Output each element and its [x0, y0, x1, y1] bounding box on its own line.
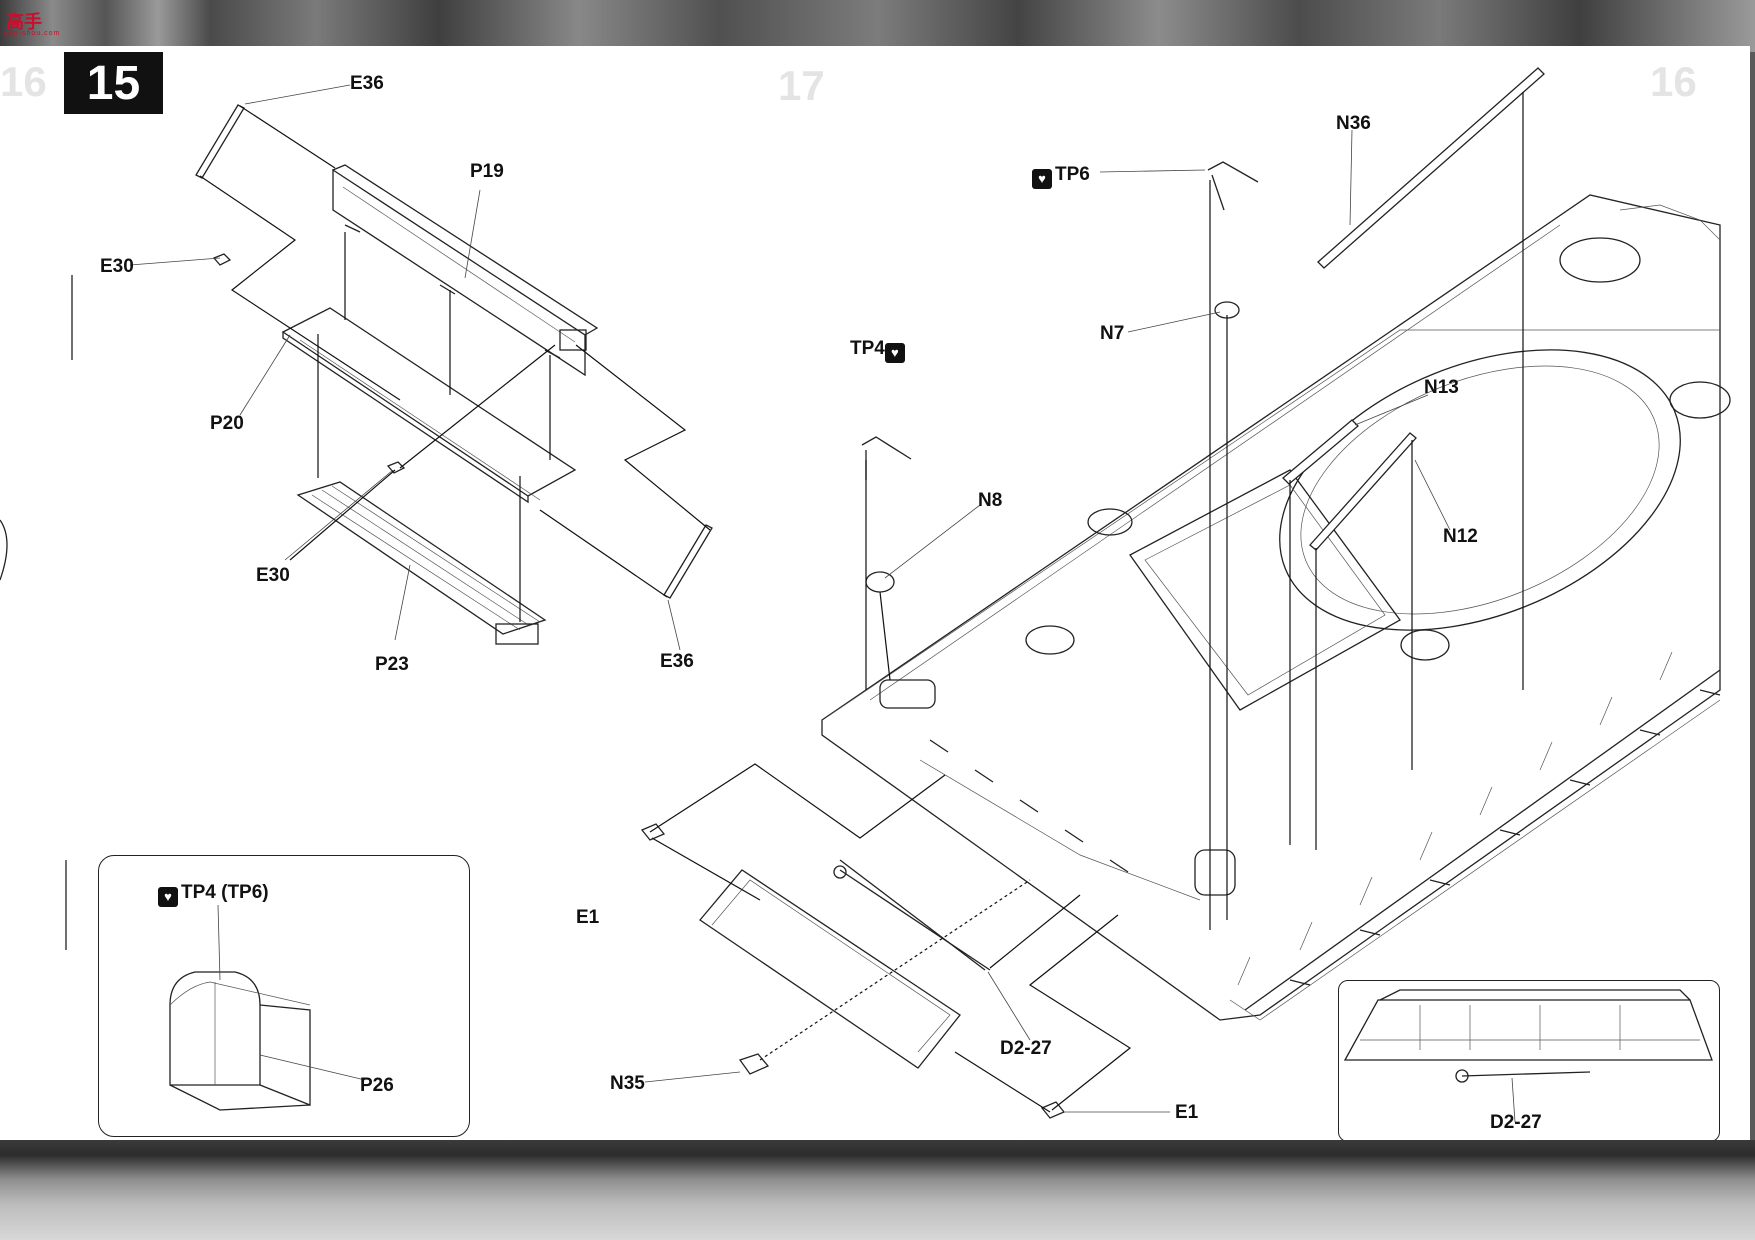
ghost-step-number-left: 16 [0, 58, 47, 105]
label-d2-27-main: D2-27 [1000, 1038, 1052, 1059]
n36-part [1317, 67, 1545, 269]
broken-heart-icon: ♥ [158, 887, 178, 907]
label-n8: N8 [978, 490, 1003, 511]
label-inset-tp-text: TP4 (TP6) [181, 882, 269, 903]
step-number-badge: 15 [64, 52, 163, 114]
label-tp4-text: TP4 [850, 338, 885, 359]
label-e36-bottom: E36 [660, 651, 694, 672]
leader-lines-right [644, 129, 1451, 1113]
d2-27-part [833, 865, 991, 971]
label-tp6: ♥TP6 [1032, 164, 1090, 189]
label-e1-left: E1 [576, 907, 600, 928]
label-tp4: TP4♥ [850, 338, 908, 363]
watermark-logo: 高手 [6, 12, 42, 32]
e1-right-part [1040, 1101, 1066, 1119]
assembly-arrows-left [129, 105, 711, 622]
front-panel-part [699, 859, 986, 1069]
broken-heart-icon: ♥ [884, 343, 905, 363]
label-n35: N35 [610, 1073, 645, 1094]
tp6-part [1207, 161, 1259, 211]
n8-part [865, 571, 895, 593]
broken-heart-icon: ♥ [1032, 169, 1052, 189]
label-p23: P23 [375, 654, 409, 675]
binding-marks [0, 275, 73, 950]
n12-part [1309, 432, 1417, 551]
label-n13: N13 [1424, 377, 1459, 398]
label-d2-27-inset: D2-27 [1490, 1112, 1542, 1133]
p20-plate-part [281, 307, 577, 504]
label-e30-left: E30 [100, 256, 134, 277]
ghost-step-number-middle: 17 [778, 62, 825, 109]
e36-bottom-part [663, 524, 713, 599]
label-e30-mid: E30 [256, 565, 290, 586]
p19-frame-part [332, 164, 599, 377]
label-tp6-text: TP6 [1055, 164, 1090, 185]
inset-box-p26 [98, 855, 470, 1137]
p23-rail-part [296, 481, 547, 645]
scan-bottom-edge [0, 1140, 1755, 1240]
scan-top-edge [0, 0, 1755, 52]
label-p20: P20 [210, 413, 244, 434]
leader-lines-left [239, 84, 681, 651]
tank-hull-part [821, 194, 1731, 1021]
inset-p26-drawing [169, 904, 366, 1111]
assembly-arrows-right [649, 92, 1524, 1113]
label-p26: P26 [360, 1075, 394, 1096]
watermark-site: gao-shou.com [4, 30, 61, 37]
label-e1-right: E1 [1175, 1102, 1199, 1123]
e36-top-part [195, 104, 245, 179]
e1-left-part [640, 823, 666, 841]
ghost-step-number-right: 16 [1650, 58, 1697, 105]
e30-mid-part [386, 461, 406, 474]
label-n36: N36 [1336, 113, 1371, 134]
tp4-part [861, 436, 912, 480]
label-e36-top: E36 [350, 73, 384, 94]
label-n7: N7 [1100, 323, 1125, 344]
label-inset-tp: ♥TP4 (TP6) [158, 882, 269, 907]
label-p19: P19 [470, 161, 504, 182]
n35-part [738, 1053, 770, 1075]
inset-d2-27-drawing [1343, 989, 1713, 1123]
e30-left-part [212, 253, 232, 266]
n13-part [1282, 419, 1359, 485]
label-n12: N12 [1443, 526, 1478, 547]
